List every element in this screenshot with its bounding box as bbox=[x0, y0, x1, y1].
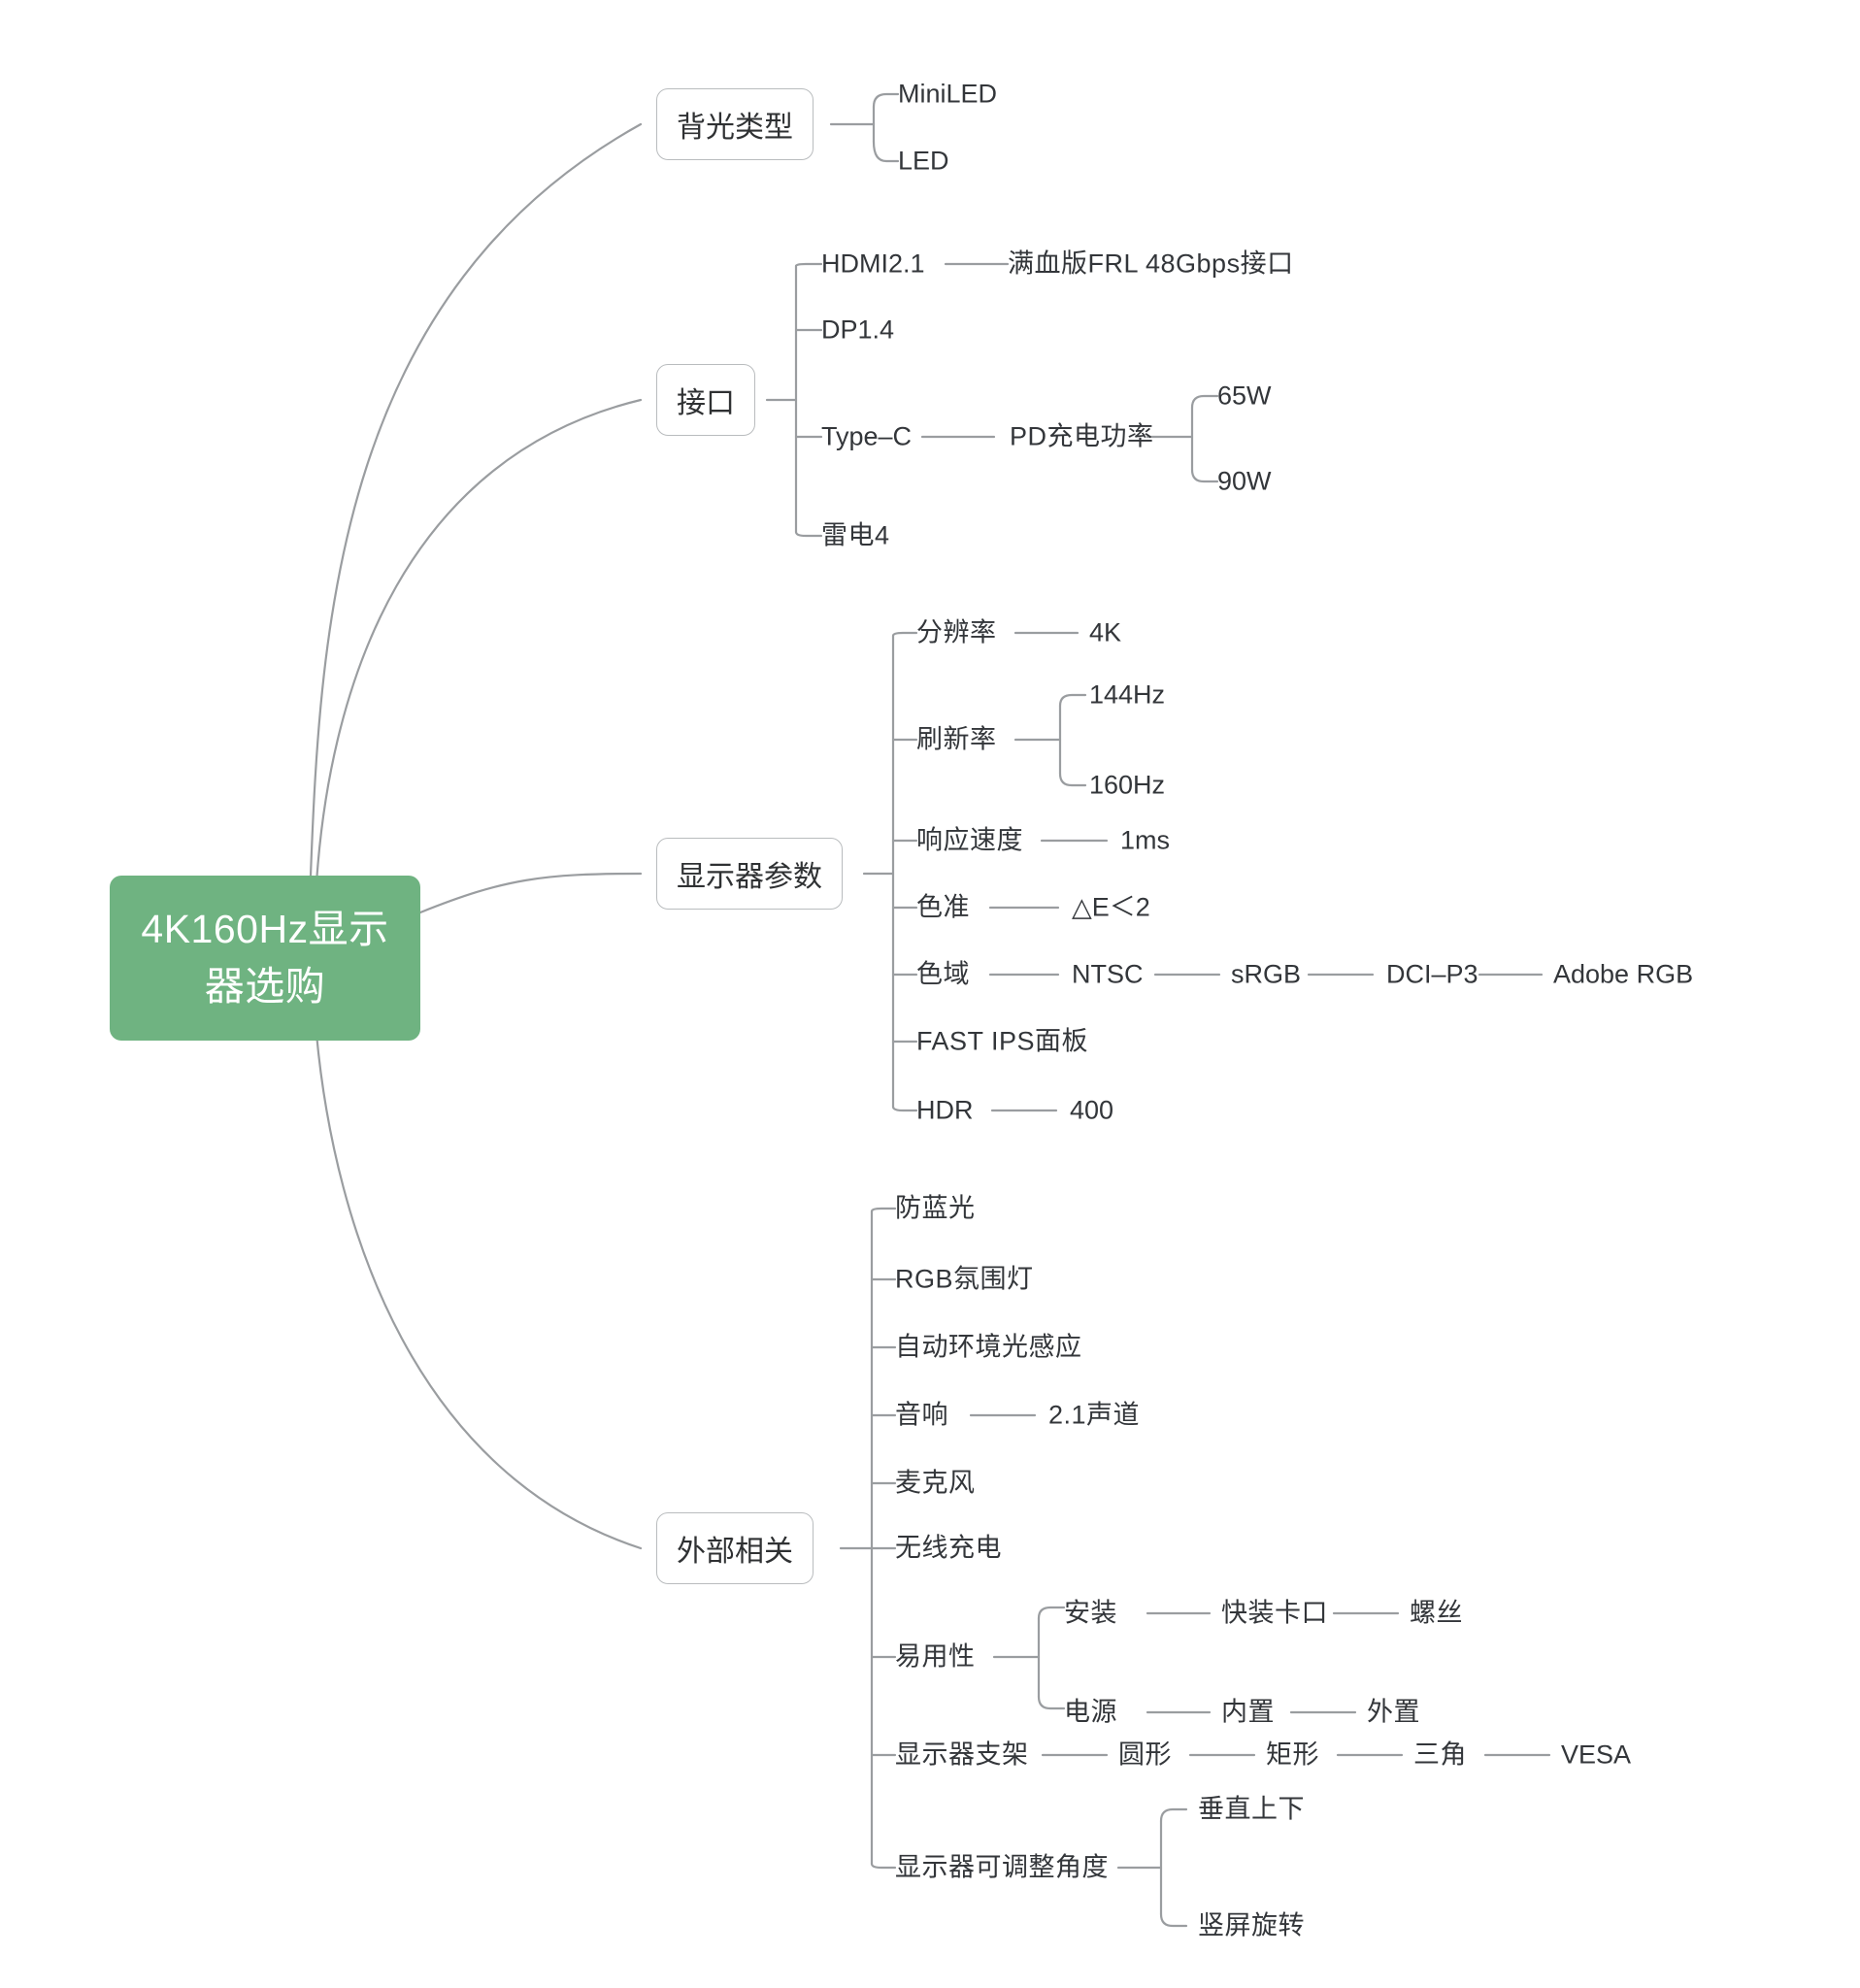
leaf-hdr[interactable]: HDR bbox=[916, 1095, 974, 1125]
leaf-power-external[interactable]: 外置 bbox=[1367, 1697, 1420, 1727]
leaf-color-accuracy-value[interactable]: △E＜2 bbox=[1072, 892, 1150, 922]
edge-usability-power bbox=[1037, 1695, 1066, 1710]
branch-label-interface: 接口 bbox=[677, 387, 735, 419]
leaf-adjustable-angle[interactable]: 显示器可调整角度 bbox=[895, 1852, 1109, 1882]
leaf-thunderbolt4[interactable]: 雷电4 bbox=[821, 520, 890, 550]
leaf-response-value[interactable]: 1ms bbox=[1120, 825, 1171, 855]
leaf-stand-rectangle[interactable]: 矩形 bbox=[1266, 1740, 1319, 1770]
leaf-power[interactable]: 电源 bbox=[1064, 1697, 1117, 1727]
leaf-install-quick-mount[interactable]: 快装卡口 bbox=[1221, 1598, 1328, 1628]
leaf-gamut-adobergb[interactable]: Adobe RGB bbox=[1553, 959, 1694, 989]
edge-angle-pivot bbox=[1159, 1912, 1188, 1928]
edge-usability-install bbox=[1037, 1606, 1066, 1620]
leaf-microphone[interactable]: 麦克风 bbox=[895, 1468, 976, 1498]
leaf-color-accuracy[interactable]: 色准 bbox=[916, 892, 970, 922]
branch-label-backlight: 背光类型 bbox=[677, 112, 793, 144]
branch-label-params: 显示器参数 bbox=[677, 861, 822, 893]
leaf-usability[interactable]: 易用性 bbox=[895, 1641, 976, 1672]
edge-pd-90 bbox=[1190, 468, 1219, 483]
leaf-power-internal[interactable]: 内置 bbox=[1221, 1697, 1275, 1727]
leaf-gamut-ntsc[interactable]: NTSC bbox=[1072, 959, 1144, 989]
edge-backlight-led bbox=[872, 140, 900, 163]
edge-params-res bbox=[891, 631, 918, 638]
leaf-resolution[interactable]: 分辨率 bbox=[916, 617, 997, 647]
leaf-gamut-srgb[interactable]: sRGB bbox=[1231, 959, 1302, 989]
leaf-angle-vertical[interactable]: 垂直上下 bbox=[1198, 1794, 1305, 1824]
leaf-stand-round[interactable]: 圆形 bbox=[1118, 1740, 1172, 1770]
branch-node-external[interactable]: 外部相关 bbox=[656, 1512, 814, 1584]
leaf-auto-ambient-sensor[interactable]: 自动环境光感应 bbox=[895, 1332, 1082, 1362]
leaf-anti-blue-light[interactable]: 防蓝光 bbox=[895, 1193, 976, 1223]
edge-refresh-160 bbox=[1058, 772, 1087, 787]
leaf-speaker-channels[interactable]: 2.1声道 bbox=[1048, 1400, 1141, 1430]
leaf-install[interactable]: 安装 bbox=[1064, 1598, 1117, 1628]
edge-root-backlight bbox=[309, 122, 643, 878]
leaf-hdmi-detail[interactable]: 满血版FRL 48Gbps接口 bbox=[1008, 248, 1294, 279]
leaf-led[interactable]: LED bbox=[898, 146, 949, 176]
edge-root-params bbox=[418, 872, 643, 914]
branch-label-external: 外部相关 bbox=[677, 1536, 793, 1568]
leaf-refresh-rate[interactable]: 刷新率 bbox=[916, 724, 997, 754]
edge-refresh-144 bbox=[1058, 693, 1087, 708]
leaf-resolution-value[interactable]: 4K bbox=[1089, 617, 1122, 647]
leaf-color-gamut[interactable]: 色域 bbox=[916, 959, 970, 989]
edge-backlight-miniled bbox=[872, 92, 900, 109]
leaf-refresh-144hz[interactable]: 144Hz bbox=[1089, 679, 1166, 710]
leaf-rgb-ambient-light[interactable]: RGB氛围灯 bbox=[895, 1264, 1034, 1294]
leaf-stand-vesa[interactable]: VESA bbox=[1561, 1740, 1632, 1770]
branch-node-params[interactable]: 显示器参数 bbox=[656, 838, 843, 910]
edge-root-external bbox=[315, 1032, 643, 1550]
leaf-gamut-dcip3[interactable]: DCI–P3 bbox=[1386, 959, 1478, 989]
leaf-monitor-stand[interactable]: 显示器支架 bbox=[895, 1740, 1029, 1770]
leaf-stand-triangle[interactable]: 三角 bbox=[1413, 1740, 1467, 1770]
leaf-wireless-charging[interactable]: 无线充电 bbox=[895, 1533, 1002, 1563]
root-label: 4K160Hz显示器选购 bbox=[141, 906, 389, 1009]
edge-interface-tb4 bbox=[794, 530, 823, 538]
leaf-install-screw[interactable]: 螺丝 bbox=[1410, 1598, 1463, 1628]
leaf-pd-90w[interactable]: 90W bbox=[1217, 466, 1272, 496]
leaf-pd-65w[interactable]: 65W bbox=[1217, 381, 1272, 411]
edge-interface-hdmi bbox=[794, 262, 823, 268]
leaf-fast-ips-panel[interactable]: FAST IPS面板 bbox=[916, 1026, 1089, 1056]
edge-pd-65 bbox=[1190, 394, 1219, 410]
edge-angle-vert bbox=[1159, 1807, 1188, 1823]
edge-external-angle bbox=[870, 1862, 897, 1870]
leaf-dp14[interactable]: DP1.4 bbox=[821, 315, 895, 345]
edge-root-interface bbox=[315, 398, 643, 885]
leaf-refresh-160hz[interactable]: 160Hz bbox=[1089, 770, 1166, 800]
branch-node-backlight[interactable]: 背光类型 bbox=[656, 88, 814, 160]
leaf-angle-pivot[interactable]: 竖屏旋转 bbox=[1198, 1910, 1305, 1940]
leaf-speaker[interactable]: 音响 bbox=[895, 1400, 948, 1430]
leaf-pd-power[interactable]: PD充电功率 bbox=[1010, 421, 1154, 451]
leaf-hdmi21[interactable]: HDMI2.1 bbox=[821, 248, 925, 279]
edge-params-hdr bbox=[891, 1105, 918, 1112]
branch-node-interface[interactable]: 接口 bbox=[656, 364, 755, 436]
root-node[interactable]: 4K160Hz显示器选购 bbox=[110, 876, 420, 1041]
leaf-hdr-value[interactable]: 400 bbox=[1070, 1095, 1114, 1125]
leaf-response-time[interactable]: 响应速度 bbox=[916, 825, 1023, 855]
edge-external-bluelight bbox=[870, 1207, 897, 1213]
leaf-miniled[interactable]: MiniLED bbox=[898, 79, 998, 109]
leaf-typec[interactable]: Type–C bbox=[821, 421, 913, 451]
